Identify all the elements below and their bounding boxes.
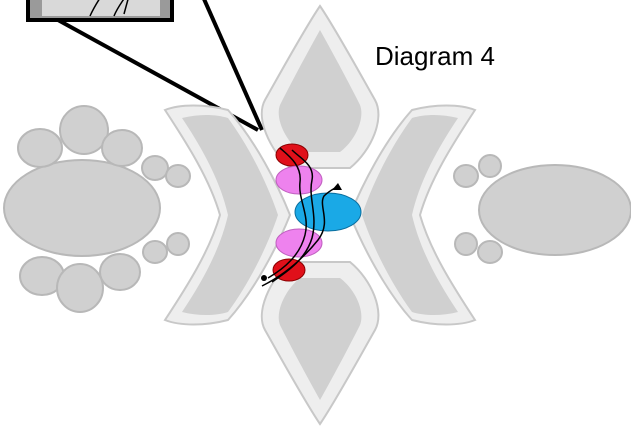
diagram-title: Diagram 4 xyxy=(375,41,495,71)
left-lobe xyxy=(17,128,63,168)
right-nucleus xyxy=(478,164,631,256)
inset-strand xyxy=(123,0,129,15)
left-lobe xyxy=(142,240,168,264)
right-lobe xyxy=(453,164,479,188)
right-lobe xyxy=(477,240,503,264)
left-nucleus xyxy=(3,159,161,257)
right-cell-cluster xyxy=(453,154,631,264)
left-lobe xyxy=(166,232,190,256)
strand-endpoint-dot xyxy=(261,275,267,281)
left-lobe xyxy=(101,129,143,167)
inset-inner xyxy=(42,0,160,16)
left-lobe xyxy=(56,263,104,313)
zoom-inset xyxy=(26,0,174,22)
bottom-diamond xyxy=(260,261,380,426)
strand xyxy=(267,147,307,279)
left-lobe xyxy=(59,105,109,155)
right-chevron-core xyxy=(362,115,458,315)
top-diamond-core xyxy=(278,30,362,152)
red-protein-top xyxy=(275,143,309,167)
left-cell-cluster xyxy=(3,105,191,313)
left-lobe xyxy=(141,155,169,181)
left-chevron xyxy=(163,104,292,326)
arrowhead-icon xyxy=(332,183,342,190)
right-chevron-shell xyxy=(348,104,477,326)
magenta-protein-bottom xyxy=(275,228,323,258)
inset-strand xyxy=(89,0,100,17)
right-lobe xyxy=(454,232,478,256)
left-chevron-shell xyxy=(163,104,292,326)
right-chevron xyxy=(348,104,477,326)
zoom-connector-line xyxy=(202,0,264,131)
central-complex xyxy=(261,143,362,287)
strand-arrow xyxy=(261,185,339,287)
left-lobe xyxy=(99,253,141,291)
left-lobe xyxy=(165,164,191,188)
top-diamond xyxy=(260,4,380,169)
bottom-diamond-core xyxy=(278,278,362,400)
inset-strand xyxy=(113,0,125,17)
left-chevron-core xyxy=(182,115,278,315)
inset-border xyxy=(26,0,174,22)
right-lobe xyxy=(478,154,502,178)
